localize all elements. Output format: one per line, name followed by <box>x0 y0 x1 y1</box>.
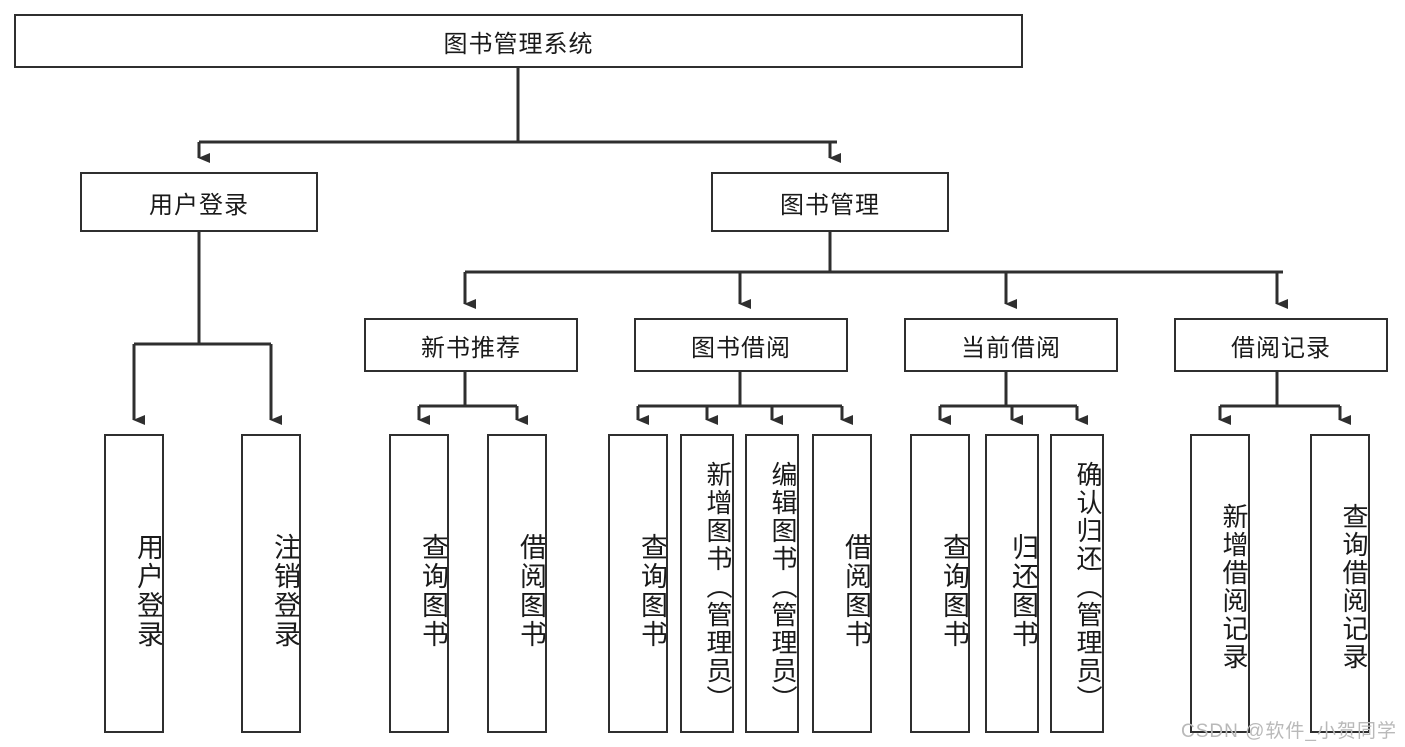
leaf-edit-book-admin[interactable]: 编辑图书（管理员） <box>745 434 799 733</box>
leaf-add-borrow-record-label: 新增借阅记录 <box>1219 502 1249 671</box>
leaf-user-login[interactable]: 用户登录 <box>104 434 164 733</box>
node-root-label: 图书管理系统 <box>443 30 594 58</box>
leaf-query-books-recommend[interactable]: 查询图书 <box>389 434 449 733</box>
node-new-book-recommend[interactable]: 新书推荐 <box>364 318 578 372</box>
leaf-add-book-admin[interactable]: 新增图书（管理员） <box>680 434 734 733</box>
leaf-query-books-borrow-label: 查询图书 <box>637 532 667 649</box>
leaf-edit-book-admin-label: 编辑图书（管理员） <box>768 460 798 713</box>
leaf-add-book-admin-label: 新增图书（管理员） <box>703 460 733 713</box>
node-book-borrow-label: 图书借阅 <box>691 334 791 362</box>
csdn-watermark: CSDN @软件_小贺同学 <box>1181 721 1397 742</box>
node-root[interactable]: 图书管理系统 <box>14 14 1023 68</box>
leaf-borrow-books-recommend[interactable]: 借阅图书 <box>487 434 547 733</box>
leaf-user-login-label: 用户登录 <box>133 532 163 649</box>
node-current-borrow[interactable]: 当前借阅 <box>904 318 1118 372</box>
node-user-login-label: 用户登录 <box>149 191 249 219</box>
leaf-confirm-return-admin[interactable]: 确认归还（管理员） <box>1050 434 1104 733</box>
leaf-borrow-books-recommend-label: 借阅图书 <box>516 532 546 649</box>
leaf-logout-label: 注销登录 <box>270 532 300 649</box>
node-current-borrow-label: 当前借阅 <box>961 334 1061 362</box>
node-book-management[interactable]: 图书管理 <box>711 172 949 232</box>
node-book-borrow[interactable]: 图书借阅 <box>634 318 848 372</box>
leaf-confirm-return-admin-label: 确认归还（管理员） <box>1073 460 1103 713</box>
leaf-add-borrow-record[interactable]: 新增借阅记录 <box>1190 434 1250 733</box>
node-book-management-label: 图书管理 <box>780 191 880 219</box>
leaf-return-books-label: 归还图书 <box>1008 532 1038 649</box>
node-borrow-record-label: 借阅记录 <box>1231 334 1331 362</box>
leaf-borrow-books-label: 借阅图书 <box>841 532 871 649</box>
node-user-login[interactable]: 用户登录 <box>80 172 318 232</box>
leaf-query-borrow-record[interactable]: 查询借阅记录 <box>1310 434 1370 733</box>
node-borrow-record[interactable]: 借阅记录 <box>1174 318 1388 372</box>
leaf-return-books[interactable]: 归还图书 <box>985 434 1039 733</box>
leaf-query-borrow-record-label: 查询借阅记录 <box>1339 502 1369 671</box>
node-new-book-recommend-label: 新书推荐 <box>421 334 521 362</box>
leaf-query-books-current-label: 查询图书 <box>939 532 969 649</box>
leaf-logout[interactable]: 注销登录 <box>241 434 301 733</box>
leaf-query-books-current[interactable]: 查询图书 <box>910 434 970 733</box>
leaf-query-books-recommend-label: 查询图书 <box>418 532 448 649</box>
leaf-borrow-books[interactable]: 借阅图书 <box>812 434 872 733</box>
leaf-query-books-borrow[interactable]: 查询图书 <box>608 434 668 733</box>
